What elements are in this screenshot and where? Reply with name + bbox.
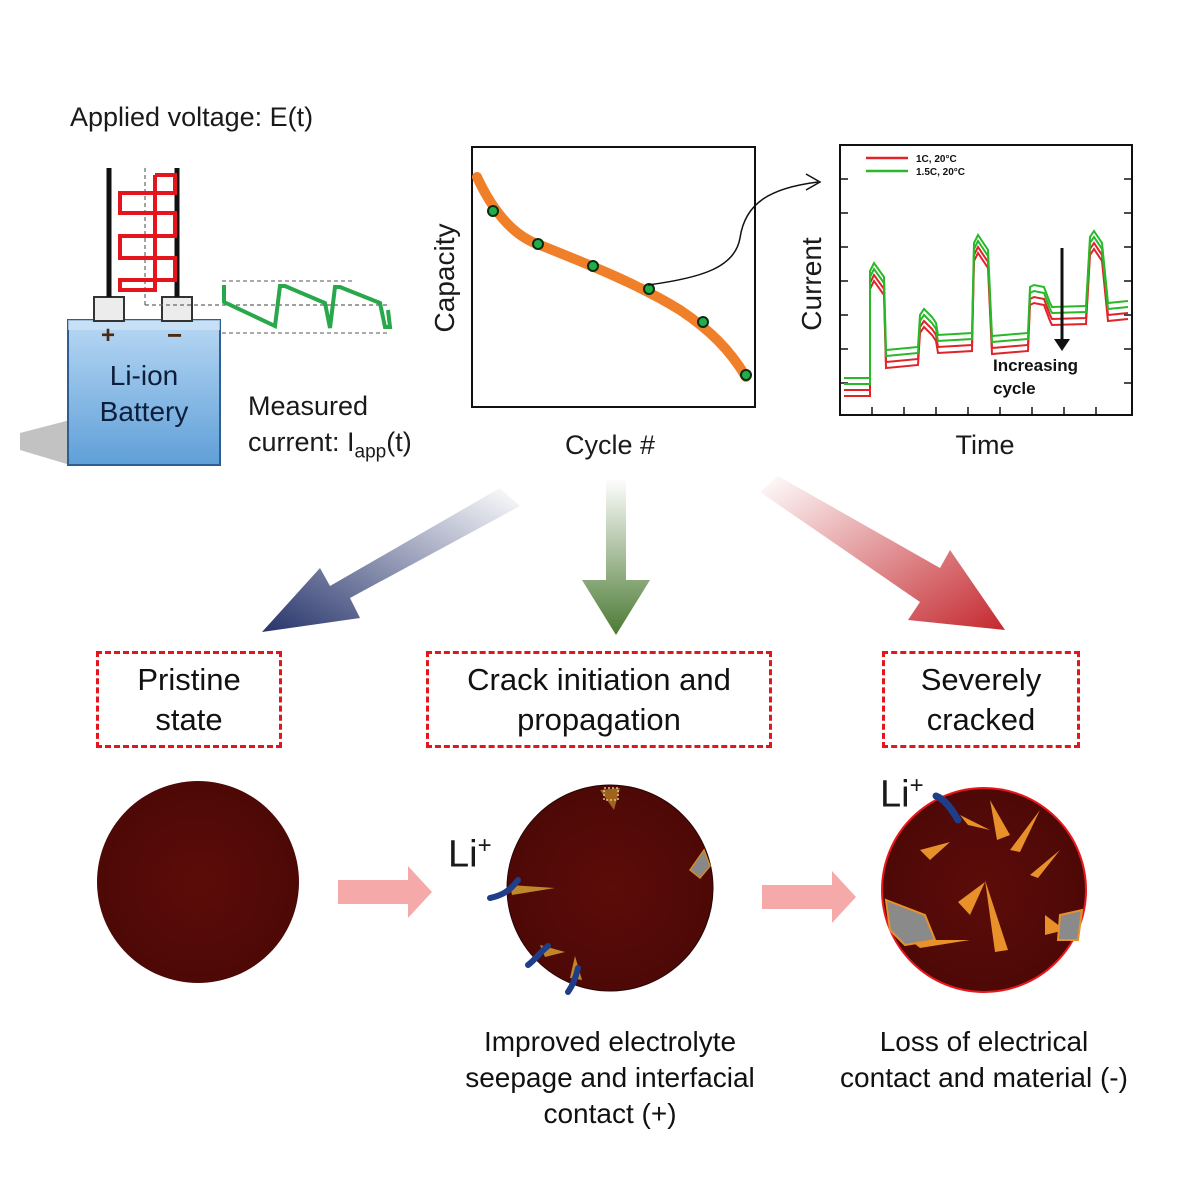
capacity-ylabel: Capacity	[429, 223, 460, 333]
capacity-marker	[587, 260, 599, 272]
applied-voltage-label: Applied voltage: E(t)	[70, 102, 314, 132]
positive-terminal	[93, 296, 125, 322]
transition-arrows	[262, 476, 1005, 635]
measured-label-line2: current: Iapp(t)	[248, 427, 412, 463]
negative-terminal	[161, 296, 193, 322]
capacity-marker	[643, 283, 655, 295]
caption-middle: Improved electrolyte seepage and interfa…	[430, 1024, 790, 1132]
stage-box-crack-initiation: Crack initiation and propagation	[426, 651, 772, 748]
stage-box-severely-cracked: Severely cracked	[882, 651, 1080, 748]
stage-box-pristine: Pristine state	[96, 651, 282, 748]
measured-subscript: app	[354, 441, 387, 463]
current-plot: 1C, 20°C 1.5C, 20°C Increasing cycle	[839, 144, 1133, 416]
zoom-connector-arrow	[647, 173, 822, 286]
severe-particle	[881, 787, 1087, 993]
current-ylabel: Current	[796, 237, 827, 331]
battery-label: Li-ion Battery	[68, 358, 220, 430]
arrow-to-severely-cracked	[760, 476, 1005, 630]
minus-sign: −	[167, 320, 183, 350]
stage-crack-line2: propagation	[517, 701, 681, 737]
measured-label-line1: Measured	[248, 391, 369, 421]
increasing-cycle-line2: cycle	[993, 379, 1036, 398]
legend-1-5c: 1.5C, 20°C	[916, 167, 965, 178]
stage-crack-line1: Crack initiation and	[467, 661, 731, 697]
caption-middle-line2: seepage and interfacial	[465, 1062, 755, 1093]
li-ion-charge-middle: +	[477, 832, 492, 859]
stage-pristine-line2: state	[155, 701, 223, 737]
capacity-markers	[487, 205, 752, 381]
caption-right: Loss of electrical contact and material …	[816, 1024, 1152, 1096]
capacity-marker	[487, 205, 499, 217]
measured-current-label: Measured current: Iapp(t)	[248, 388, 412, 470]
caption-right-line2: contact and material (-)	[840, 1062, 1128, 1093]
battery-label-line2: Battery	[99, 396, 189, 427]
caption-right-line1: Loss of electrical	[879, 1026, 1089, 1057]
progress-arrow-1	[338, 866, 432, 918]
arrow-to-crack-initiation	[582, 478, 650, 635]
arrow-to-pristine	[262, 488, 520, 632]
caption-middle-line1: Improved electrolyte	[483, 1026, 737, 1057]
stage-pristine-line1: Pristine	[137, 661, 241, 697]
battery-schematic	[20, 168, 393, 466]
legend-1c: 1C, 20°C	[916, 154, 957, 165]
capacity-marker	[697, 316, 709, 328]
increasing-cycle-line1: Increasing	[993, 356, 1078, 375]
battery-body	[67, 319, 221, 466]
stage-severe-line2: cracked	[926, 701, 1036, 737]
current-xlabel: Time	[955, 430, 1015, 460]
caption-middle-line3: contact (+)	[543, 1098, 677, 1129]
capacity-marker	[532, 238, 544, 250]
li-ion-charge-right: +	[909, 772, 924, 799]
pristine-particle	[97, 781, 299, 983]
current-waveform	[222, 284, 393, 329]
plus-sign: +	[101, 322, 116, 349]
particle-row	[97, 781, 1087, 995]
capacity-curve	[472, 172, 751, 382]
li-ion-label-right: Li+	[880, 772, 924, 816]
stage-severe-line1: Severely	[920, 661, 1042, 697]
battery-label-line1: Li-ion	[109, 360, 179, 391]
li-ion-label-middle: Li+	[448, 832, 492, 876]
capacity-marker	[740, 369, 752, 381]
capacity-plot	[471, 146, 756, 408]
progress-arrow-2	[762, 871, 856, 923]
capacity-xlabel: Cycle #	[564, 430, 656, 460]
voltage-waveform	[118, 173, 177, 292]
